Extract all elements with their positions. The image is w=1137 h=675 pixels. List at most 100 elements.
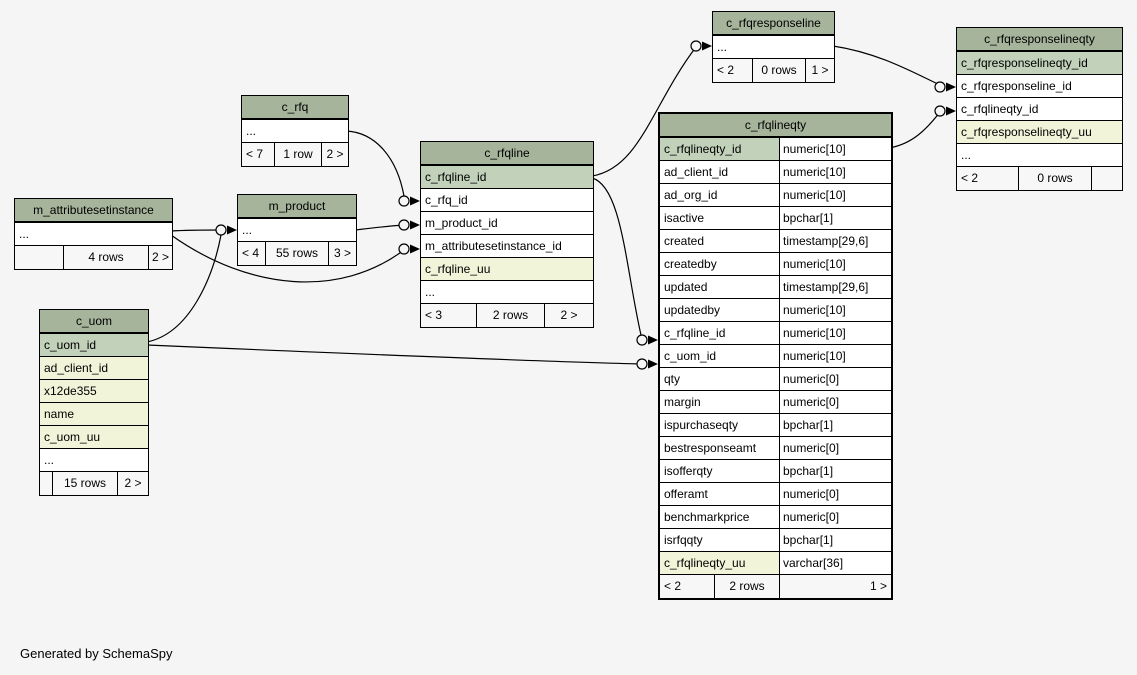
edge-m_attributesetinstance-to-c_rfqline [170, 234, 405, 283]
column-name: createdby [660, 253, 780, 275]
table-footer: < 2 0 rows 1 > [713, 59, 834, 82]
column-row: ... [40, 449, 148, 472]
column-type: numeric[10] [783, 303, 846, 317]
table-header: c_rfqresponselineqty [957, 28, 1122, 52]
fk-arrow-icon [946, 82, 956, 92]
table-c_rfqresponseline[interactable]: c_rfqresponseline ... < 2 0 rows 1 > [712, 11, 835, 83]
column-row: ... [957, 144, 1122, 167]
fk-circle-icon [690, 40, 702, 52]
column-name: updated [660, 276, 780, 298]
column-name: isactive [660, 207, 780, 229]
column-row: m_attributesetinstance_id [421, 235, 593, 258]
column-name: ad_client_id [660, 161, 780, 183]
table-c_rfqresponselineqty[interactable]: c_rfqresponselineqty c_rfqresponselineqt… [956, 27, 1123, 191]
column-row: c_rfqlineqty_id [957, 98, 1122, 121]
table-c_uom[interactable]: c_uom c_uom_id ad_client_id x12de355 nam… [39, 309, 149, 496]
table-footer: 15 rows 2 > [40, 472, 148, 495]
footer-related-right: 1 > [811, 63, 829, 77]
column-type: numeric[10] [783, 165, 846, 179]
edge-m_attributesetinstance-to-m_product [170, 229, 222, 232]
table-header: m_product [238, 195, 356, 219]
fk-circle-icon [636, 358, 648, 370]
column-name: margin [660, 391, 780, 413]
footer-row-count: 15 rows [53, 472, 118, 495]
column-type: numeric[0] [783, 441, 840, 455]
table-c_rfqline[interactable]: c_rfqline c_rfqline_id c_rfq_id m_produc… [420, 141, 594, 328]
column-type: timestamp[29,6] [783, 280, 869, 294]
footer-row-count: 4 rows [64, 246, 149, 269]
table-footer: < 2 0 rows [957, 167, 1122, 190]
generated-by-caption: Generated by SchemaSpy [20, 646, 173, 661]
fk-circle-icon [398, 243, 410, 255]
edge-c_rfqline-to-c_rfqresponseline [591, 46, 697, 177]
fk-arrow-icon [648, 335, 658, 345]
table-m_product[interactable]: m_product ... < 4 55 rows 3 > [237, 194, 357, 266]
footer-related-left [15, 246, 64, 269]
fk-circle-icon [636, 334, 648, 346]
footer-row-count: 2 rows [715, 575, 780, 598]
column-name: isofferqty [660, 460, 780, 482]
column-type: numeric[0] [783, 372, 840, 386]
column-type: timestamp[29,6] [783, 234, 869, 248]
footer-row-count: 2 rows [477, 304, 545, 327]
table-header: c_rfqline [421, 142, 593, 166]
column-name: ispurchaseqty [660, 414, 780, 436]
column-row: c_rfq_id [421, 189, 593, 212]
fk-circle-icon [398, 195, 410, 207]
column-name: isrfqqty [660, 529, 780, 551]
column-name: c_rfqline_id [660, 322, 780, 344]
edge-c_rfqline-to-c_rfqlineqty [591, 177, 642, 336]
edge-c_rfqlineqty-to-c_rfqresponselineqty [888, 111, 941, 149]
column-row: ... [242, 120, 348, 143]
table-footer: < 3 2 rows 2 > [421, 304, 593, 327]
fk-arrow-icon [946, 106, 956, 116]
table-footer: < 7 1 row 2 > [242, 143, 348, 166]
column-type: bpchar[1] [783, 464, 834, 478]
footer-related-left: < 4 [238, 242, 266, 265]
footer-related-right: 3 > [333, 246, 351, 260]
table-c_rfq[interactable]: c_rfq ... < 7 1 row 2 > [241, 95, 349, 167]
footer-related-left [40, 472, 53, 495]
column-type: numeric[10] [783, 142, 846, 156]
column-row: c_rfqresponseline_id [957, 75, 1122, 98]
footer-related-left: < 7 [242, 143, 275, 166]
table-footer: < 2 2 rows 1 > [660, 575, 891, 598]
column-name: ad_org_id [660, 184, 780, 206]
footer-related-left: < 2 [713, 59, 753, 82]
fk-arrow-icon [702, 41, 712, 51]
footer-row-count: 1 row [275, 143, 322, 166]
footer-row-count: 0 rows [753, 59, 806, 82]
column-row: c_rfqresponselineqty_uu [957, 121, 1122, 144]
table-header: m_attributesetinstance [15, 199, 172, 223]
fk-arrow-icon [410, 220, 420, 230]
table-footer: 4 rows 2 > [15, 246, 172, 269]
table-m_attributesetinstance[interactable]: m_attributesetinstance ... 4 rows 2 > [14, 198, 173, 270]
column-name: created [660, 230, 780, 252]
edge-c_uom-to-c_rfqlineqty [146, 344, 643, 365]
fk-arrow-icon [410, 196, 420, 206]
column-row: m_product_id [421, 212, 593, 235]
column-row: name [40, 403, 148, 426]
column-type: bpchar[1] [783, 533, 834, 547]
fk-arrow-icon [227, 225, 237, 235]
table-header: c_rfqlineqty [660, 114, 891, 138]
column-name: c_rfqlineqty_uu [660, 552, 780, 574]
footer-related-right: 2 > [124, 476, 142, 490]
footer-related-left: < 3 [421, 304, 477, 327]
edge-c_rfqresponseline-to-c_rfqresponselineqty [832, 45, 941, 86]
column-row: ... [713, 36, 834, 59]
column-row: ... [421, 281, 593, 304]
footer-related-left: < 2 [660, 575, 715, 598]
